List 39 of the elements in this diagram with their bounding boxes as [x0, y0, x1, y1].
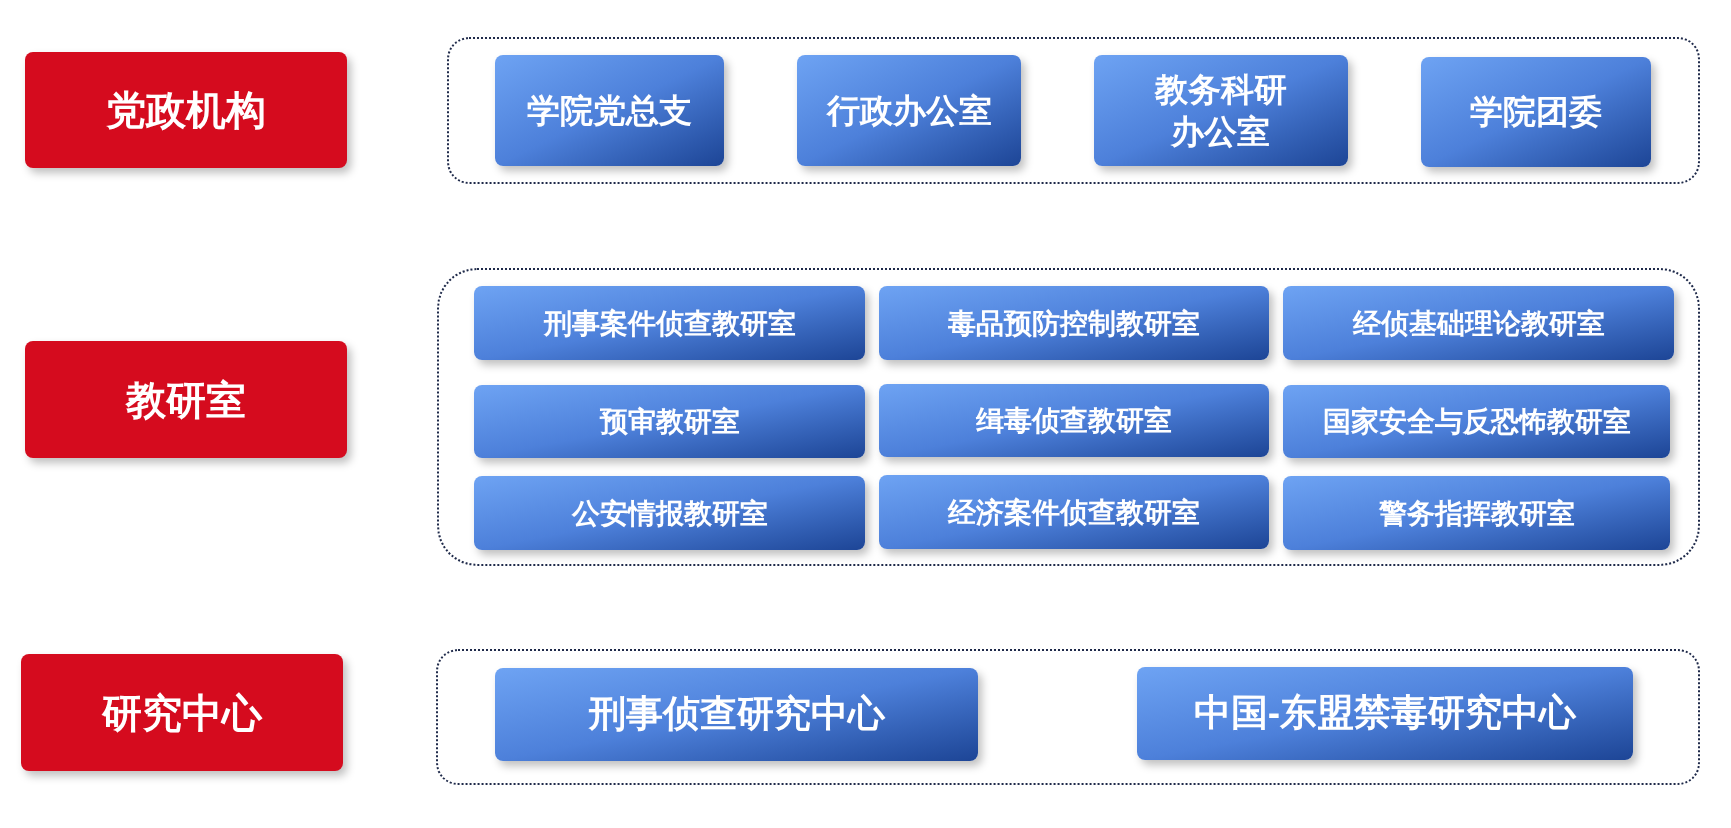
unit-box	[495, 668, 978, 761]
unit-name: 教研室	[126, 376, 246, 424]
unit-box	[1094, 55, 1348, 166]
unit-name: 毒品预防控制教研室	[948, 306, 1200, 341]
unit-name: 经济案件侦查教研室	[948, 495, 1200, 530]
unit-name: 经侦基础理论教研室	[1352, 306, 1605, 341]
unit-box	[1283, 385, 1670, 458]
unit-name: 缉毒侦查教研室	[976, 404, 1172, 438]
unit-name: 预审教研室	[599, 405, 740, 439]
unit-name: 行政办公室	[826, 90, 992, 131]
unit-box	[474, 476, 865, 550]
unit-box	[474, 286, 865, 360]
unit-box	[879, 384, 1269, 457]
unit-name: 研究中心	[102, 689, 262, 737]
unit-name: 学院党总支	[527, 90, 692, 131]
unit-box	[1137, 667, 1633, 760]
unit-name: 学院团委	[1470, 92, 1602, 133]
category-label	[25, 341, 347, 458]
unit-name: 教务科研办公室	[1153, 70, 1288, 152]
group-frame	[447, 37, 1700, 184]
unit-name: 警务指挥教研室	[1378, 496, 1575, 531]
unit-box	[879, 475, 1269, 549]
unit-box	[879, 286, 1269, 360]
unit-box	[495, 55, 724, 166]
unit-box	[1283, 286, 1674, 360]
category-label	[25, 52, 347, 168]
unit-box	[797, 55, 1021, 166]
unit-name: 中国-东盟禁毒研究中心	[1193, 691, 1577, 736]
unit-name: 国家安全与反恐怖教研室	[1322, 405, 1631, 439]
unit-box	[1421, 57, 1651, 167]
unit-name: 公安情报教研室	[571, 496, 768, 531]
unit-box	[474, 385, 865, 458]
group-frame	[437, 268, 1700, 566]
group-frame	[436, 649, 1700, 785]
unit-name: 党政机构	[106, 87, 266, 134]
category-label	[21, 654, 343, 771]
unit-name: 刑事案件侦查教研室	[543, 306, 796, 341]
unit-name: 刑事侦查研究中心	[588, 692, 885, 737]
unit-box	[1283, 476, 1670, 550]
